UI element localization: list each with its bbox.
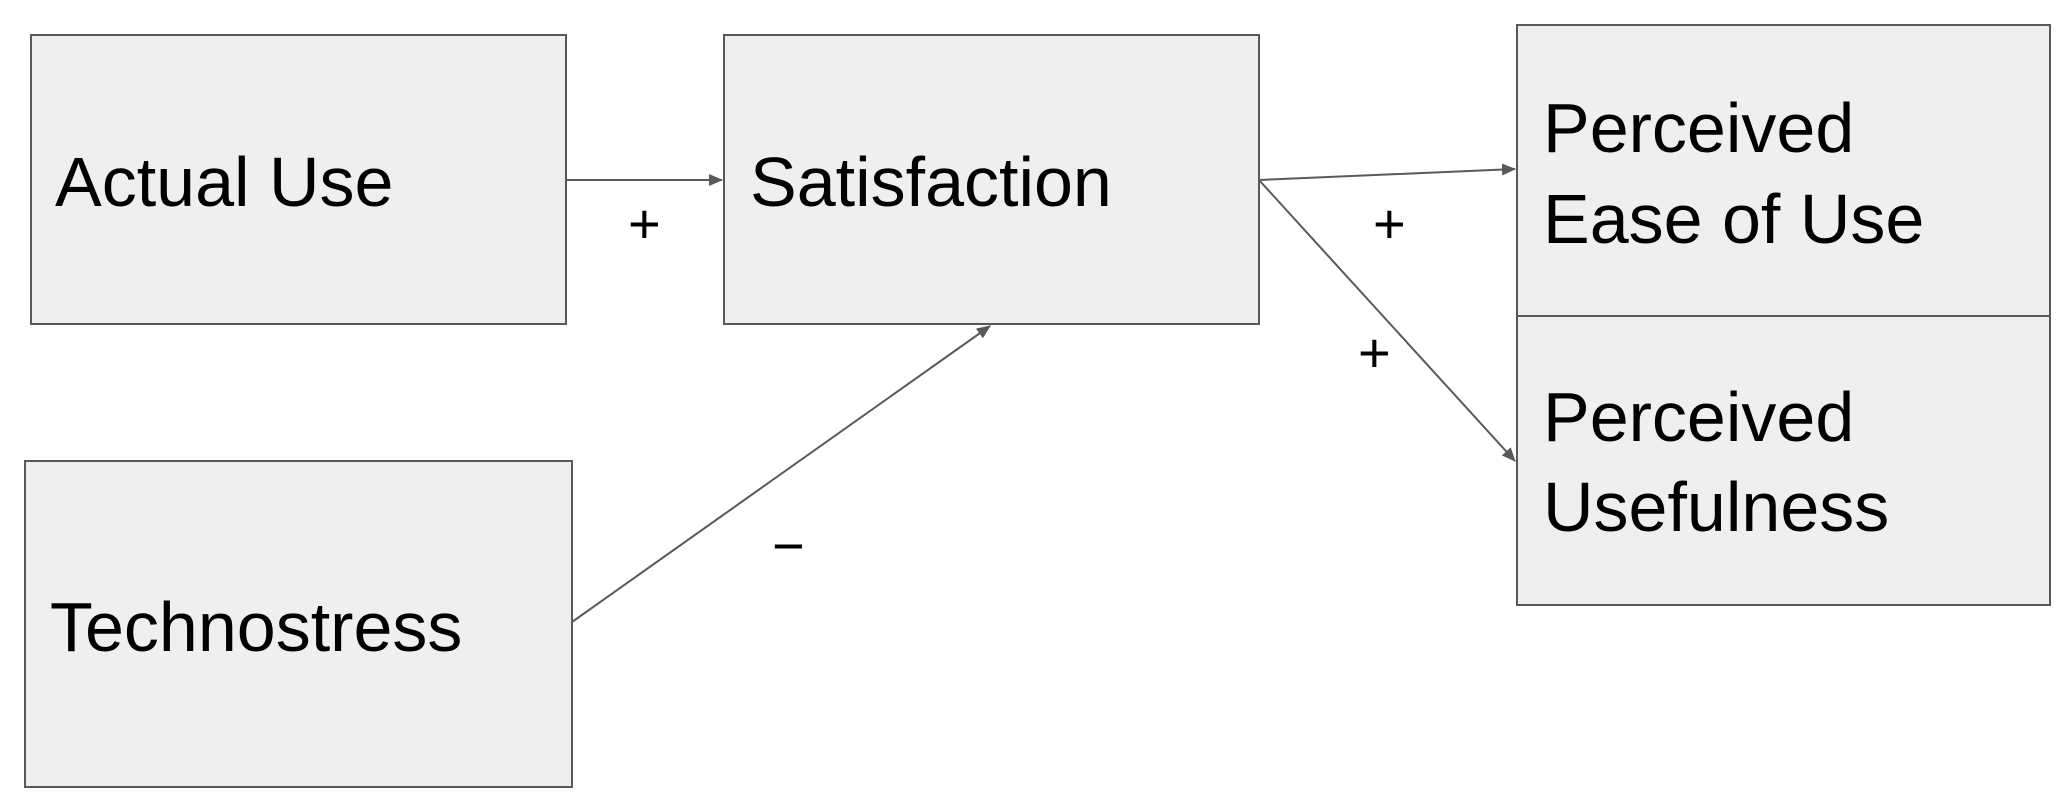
node-perceived-ease-of-use-label-line1: Perceived [1543,89,1854,167]
node-actual-use: Actual Use [30,34,567,325]
edge-technostress-to-satisfaction: − [571,325,991,623]
edge-satisfaction-to-perceived-ease-of-use-arrow [1258,163,1516,181]
node-perceived-ease-of-use-label-line2: Ease of Use [1543,180,1924,258]
node-perceived-usefulness-box [1516,315,2051,606]
node-actual-use-label: Actual Use [55,143,393,221]
node-perceived-usefulness-label-line1: Perceived [1543,378,1854,456]
node-satisfaction-label: Satisfaction [750,143,1112,221]
node-technostress-label: Technostress [50,588,462,666]
edge-satisfaction-to-perceived-usefulness-sign: + [1358,321,1391,384]
edge-satisfaction-to-perceived-ease-of-use-sign: + [1373,192,1406,255]
node-perceived-usefulness: Perceived Usefulness [1516,315,2051,606]
edge-satisfaction-to-perceived-usefulness-arrow [1258,179,1516,462]
node-perceived-ease-of-use: Perceived Ease of Use [1516,24,2051,317]
edge-technostress-to-satisfaction-arrow [571,325,991,623]
node-perceived-ease-of-use-box [1516,24,2051,317]
node-actual-use-box [30,34,567,325]
node-technostress: Technostress [24,460,573,788]
node-satisfaction-box [723,34,1260,325]
node-satisfaction: Satisfaction [723,34,1260,325]
edge-actual-use-to-satisfaction: + [566,174,723,255]
node-perceived-usefulness-label-line2: Usefulness [1543,468,1889,546]
edge-satisfaction-to-perceived-usefulness: + [1258,179,1516,462]
edge-satisfaction-to-perceived-ease-of-use: + [1258,163,1516,255]
edge-technostress-to-satisfaction-sign: − [772,514,805,577]
edge-actual-use-to-satisfaction-sign: + [628,192,661,255]
node-technostress-box [24,460,573,788]
